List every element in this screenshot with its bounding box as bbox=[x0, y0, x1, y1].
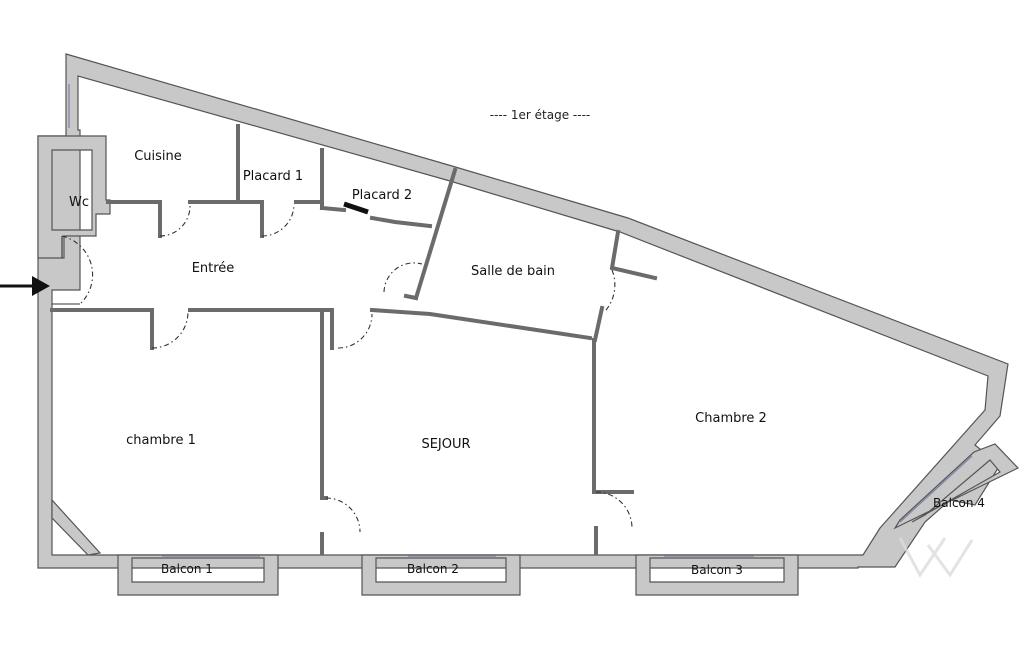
room-label-placard1: Placard 1 bbox=[243, 169, 303, 184]
balcony-label-2: Balcon 2 bbox=[407, 562, 459, 576]
placard2-door bbox=[343, 201, 369, 215]
watermark-logo bbox=[898, 537, 974, 578]
balcony-label-1: Balcon 1 bbox=[161, 562, 213, 576]
interior-walls bbox=[50, 124, 658, 555]
balcony-label-3: Balcon 3 bbox=[691, 563, 743, 577]
chambre1-corner-wall bbox=[51, 498, 102, 556]
balcony-2 bbox=[361, 554, 521, 596]
room-label-sejour: SEJOUR bbox=[421, 437, 470, 452]
wc-wall bbox=[37, 135, 111, 259]
room-label-wc: Wc bbox=[69, 195, 89, 210]
room-label-cuisine: Cuisine bbox=[134, 149, 182, 164]
room-label-placard2: Placard 2 bbox=[352, 188, 412, 203]
floor-title: ---- 1er étage ---- bbox=[490, 108, 590, 122]
windows bbox=[68, 84, 973, 557]
exterior-wall bbox=[37, 53, 1009, 569]
balcony-1 bbox=[117, 554, 279, 596]
entry-arrow bbox=[0, 276, 50, 296]
door-swings bbox=[52, 203, 633, 533]
room-label-chambre1: chambre 1 bbox=[126, 433, 196, 448]
balcony-3 bbox=[635, 554, 799, 596]
room-label-salle-de-bain: Salle de bain bbox=[471, 264, 555, 279]
room-label-entree: Entrée bbox=[192, 261, 235, 276]
balcony-label-4: Balcon 4 bbox=[933, 496, 985, 510]
balcony-4 bbox=[893, 443, 1020, 530]
room-label-chambre2: Chambre 2 bbox=[695, 411, 767, 426]
